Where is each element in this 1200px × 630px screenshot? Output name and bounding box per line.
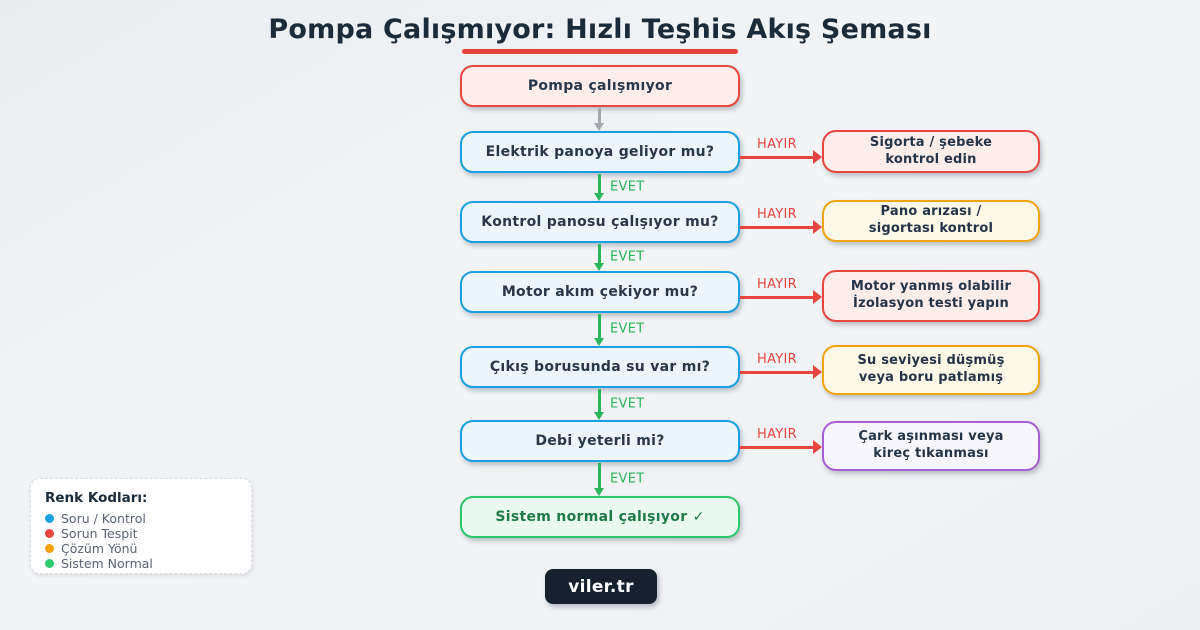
outcome-5-line-2: kireç tıkanması <box>873 446 989 461</box>
outcome-5: Çark aşınması veya kireç tıkanması <box>822 421 1040 471</box>
no-branch-4: HAYIR <box>740 352 822 382</box>
node-question-5: Debi yeterli mi? <box>460 420 740 462</box>
outcome-1-line-1: Sigorta / şebeke <box>869 134 993 150</box>
node-question-4: Çıkış borusunda su var mı? <box>460 346 740 388</box>
arrow-down-icon <box>594 338 604 346</box>
node-end: Sistem normal çalışıyor ✓ <box>460 496 740 538</box>
node-end-label: Sistem normal çalışıyor ✓ <box>495 509 705 525</box>
outcome-3: Motor yanmış olabilir İzolasyon testi ya… <box>822 270 1040 322</box>
legend-item-label: Çözüm Yönü <box>61 540 138 556</box>
no-branch-3: HAYIR <box>740 277 822 307</box>
legend-item-normal: Sistem Normal <box>45 556 237 571</box>
arrow-right-icon <box>813 365 822 379</box>
arrow-right-icon <box>813 220 822 234</box>
arrow-right-icon <box>813 150 822 164</box>
connector-line <box>598 244 601 266</box>
green-dot-icon <box>45 558 54 568</box>
blue-dot-icon <box>45 513 54 523</box>
arrow-down-icon <box>594 193 604 201</box>
connector-start-arrow <box>594 108 604 131</box>
outcome-3-line-2: İzolasyon testi yapın <box>853 296 1009 311</box>
legend-item-label: Sorun Tespit <box>61 525 138 541</box>
node-question-2-label: Kontrol panosu çalışıyor mu? <box>481 214 719 230</box>
connector-line <box>598 463 601 491</box>
yes-label: EVET <box>610 396 645 412</box>
connector-line <box>598 108 601 126</box>
yes-branch-2: EVET <box>594 244 644 271</box>
orange-dot-icon <box>45 543 54 553</box>
node-question-3-label: Motor akım çekiyor mu? <box>501 284 699 300</box>
connector-line <box>598 174 601 196</box>
connector-line <box>740 446 816 449</box>
connector-line <box>740 371 816 374</box>
connector-line <box>740 226 816 229</box>
outcome-1: Sigorta / şebeke kontrol edin <box>822 130 1040 173</box>
yes-label: EVET <box>610 321 645 337</box>
node-question-3: Motor akım çekiyor mu? <box>460 271 740 313</box>
page-title: Pompa Çalışmıyor: Hızlı Teşhis Akış Şema… <box>268 14 932 45</box>
arrow-down-icon <box>594 412 604 420</box>
connector-line <box>740 296 816 299</box>
brand-badge-label: viler.tr <box>568 576 634 597</box>
red-dot-icon <box>45 528 54 538</box>
yes-label: EVET <box>610 471 645 487</box>
title-underline <box>462 49 738 54</box>
yes-label: EVET <box>610 179 645 195</box>
arrow-down-icon <box>594 263 604 271</box>
legend-item-label: Soru / Kontrol <box>61 510 146 526</box>
node-question-1: Elektrik panoya geliyor mu? <box>460 131 740 173</box>
legend-title: Renk Kodları: <box>45 490 148 506</box>
no-label: HAYIR <box>757 207 797 222</box>
connector-line <box>598 389 601 415</box>
outcome-1-line-2: kontrol edin <box>885 151 977 167</box>
yes-branch-5: EVET <box>594 463 644 496</box>
legend-card: Renk Kodları: Soru / Kontrol Sorun Tespi… <box>30 478 252 574</box>
node-question-1-label: Elektrik panoya geliyor mu? <box>485 144 715 160</box>
node-start-label: Pompa çalışmıyor <box>527 78 673 94</box>
no-branch-1: HAYIR <box>740 137 822 167</box>
no-label: HAYIR <box>757 427 797 442</box>
node-question-4-label: Çıkış borusunda su var mı? <box>489 359 711 375</box>
no-label: HAYIR <box>757 277 797 292</box>
outcome-4-line-2: veya boru patlamış <box>858 370 1004 385</box>
outcome-3-line-1: Motor yanmış olabilir <box>850 279 1012 295</box>
yes-branch-3: EVET <box>594 314 644 346</box>
legend-item-question: Soru / Kontrol <box>45 511 237 526</box>
connector-line <box>598 314 601 341</box>
yes-branch-1: EVET <box>594 174 644 201</box>
arrow-right-icon <box>813 440 822 454</box>
node-question-2: Kontrol panosu çalışıyor mu? <box>460 201 740 243</box>
node-start: Pompa çalışmıyor <box>460 65 740 107</box>
legend-item-label: Sistem Normal <box>61 555 153 571</box>
outcome-4-line-1: Su seviyesi düşmüş <box>857 353 1005 369</box>
outcome-2-line-1: Pano arızası / <box>880 204 982 220</box>
yes-label: EVET <box>610 249 645 265</box>
outcome-5-line-1: Çark aşınması veya <box>858 429 1004 445</box>
brand-badge: viler.tr <box>545 569 657 604</box>
arrow-down-icon <box>594 123 604 131</box>
no-label: HAYIR <box>757 137 797 152</box>
no-label: HAYIR <box>757 352 797 367</box>
outcome-2-line-2: sigortası kontrol <box>868 221 994 236</box>
arrow-right-icon <box>813 290 822 304</box>
outcome-2: Pano arızası / sigortası kontrol <box>822 200 1040 242</box>
node-question-5-label: Debi yeterli mi? <box>535 433 665 449</box>
legend-item-solution: Çözüm Yönü <box>45 541 237 556</box>
yes-branch-4: EVET <box>594 389 644 420</box>
arrow-down-icon <box>594 488 604 496</box>
legend-item-problem: Sorun Tespit <box>45 526 237 541</box>
outcome-4: Su seviyesi düşmüş veya boru patlamış <box>822 345 1040 395</box>
connector-line <box>740 156 816 159</box>
no-branch-2: HAYIR <box>740 207 822 237</box>
no-branch-5: HAYIR <box>740 427 822 457</box>
